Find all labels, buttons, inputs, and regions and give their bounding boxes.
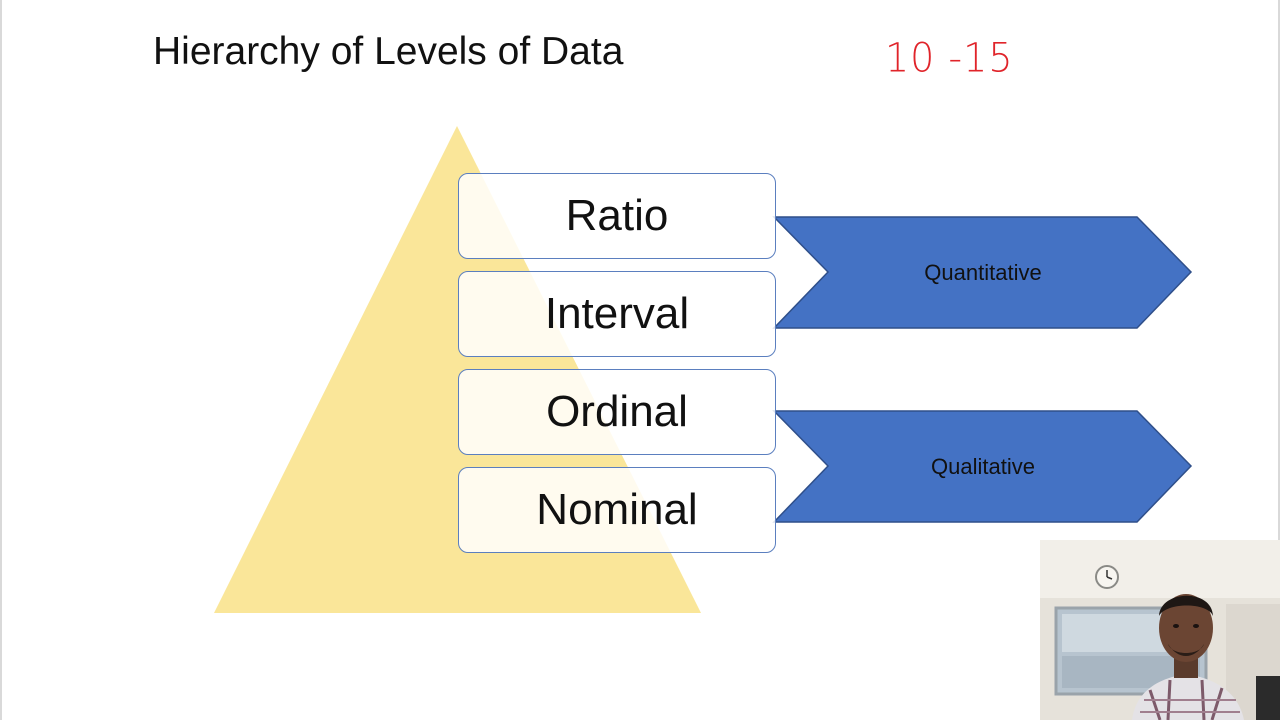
slide-edge-right: [1278, 0, 1280, 720]
slide-title: Hierarchy of Levels of Data: [153, 30, 624, 73]
level-box-ratio: Ratio: [458, 173, 776, 259]
slide-edge-left: [0, 0, 2, 720]
presenter-webcam-icon: [1040, 540, 1280, 720]
level-box-nominal: Nominal: [458, 467, 776, 553]
presenter-webcam: [1040, 540, 1280, 720]
qualitative-arrow: [772, 410, 1193, 523]
level-box-interval: Interval: [458, 271, 776, 357]
level-box-ordinal: Ordinal: [458, 369, 776, 455]
quantitative-arrow: [772, 216, 1193, 329]
quantitative-label: Quantitative: [924, 260, 1042, 285]
handwritten-annotation: 10 -15: [885, 34, 1014, 82]
qualitative-label: Qualitative: [931, 454, 1035, 479]
